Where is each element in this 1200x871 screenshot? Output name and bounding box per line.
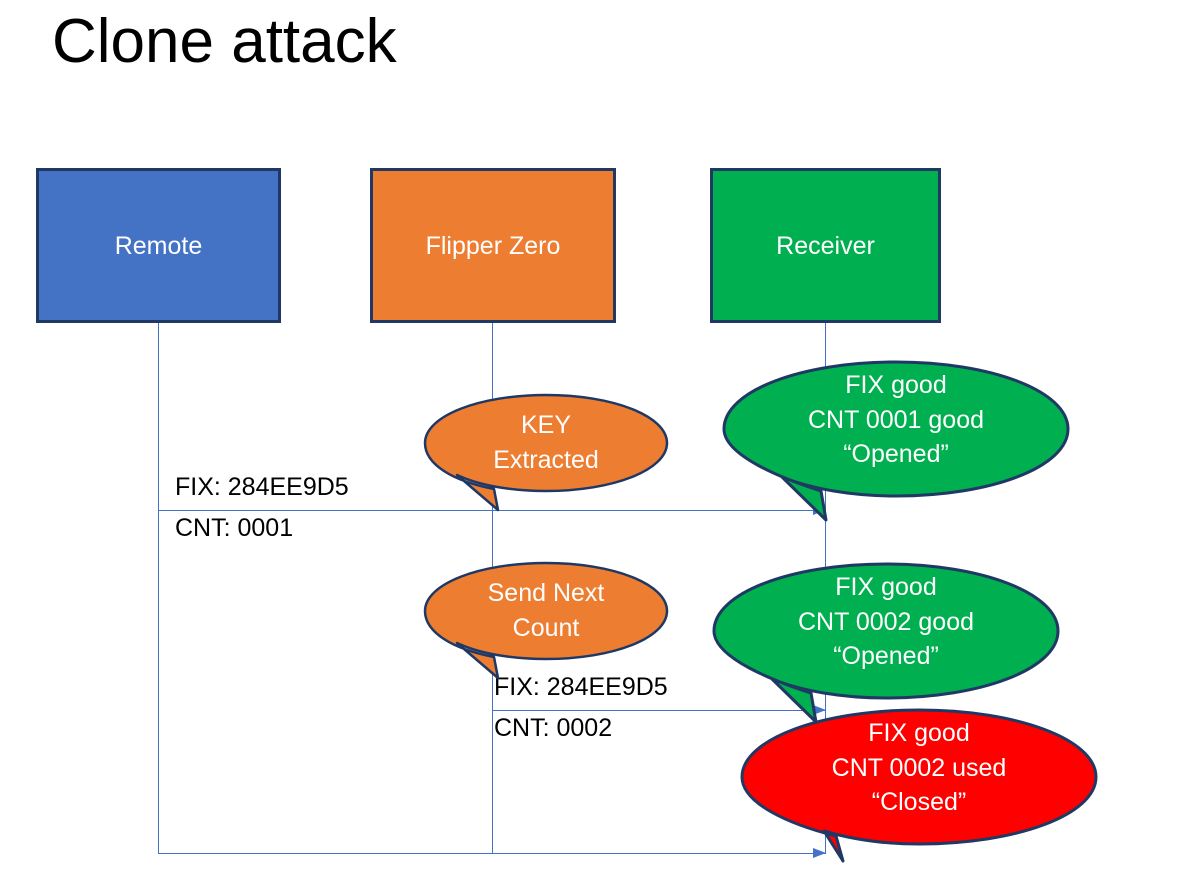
actor-label-flipper-zero: Flipper Zero	[425, 231, 561, 260]
callout-receiver-ok-0001[interactable]: FIX good CNT 0001 good “Opened”	[722, 360, 1070, 522]
actor-box-remote[interactable]: Remote	[36, 168, 281, 323]
message-arrow-flipper-to-receiver-2	[492, 705, 826, 715]
callout-shape-receiver-ok-0001	[722, 360, 1070, 522]
message-label-cnt-1: CNT: 0001	[175, 514, 294, 542]
callout-key-extracted[interactable]: KEY Extracted	[423, 393, 669, 512]
callout-shape-receiver-rejected-0002	[740, 708, 1098, 863]
callout-receiver-ok-0002[interactable]: FIX good CNT 0002 good “Opened”	[712, 562, 1060, 724]
callout-receiver-rejected-0002[interactable]: FIX good CNT 0002 used “Closed”	[740, 708, 1098, 863]
callout-shape-key-extracted	[423, 393, 669, 512]
actor-box-receiver[interactable]: Receiver	[710, 168, 941, 323]
callout-shape-receiver-ok-0002	[712, 562, 1060, 724]
callout-shape-send-next-count	[423, 561, 669, 680]
message-label-cnt-2: CNT: 0002	[494, 714, 613, 742]
lifeline-remote	[158, 323, 159, 854]
message-label-fix-2: FIX: 284EE9D5	[494, 673, 668, 701]
actor-label-receiver: Receiver	[776, 231, 875, 260]
message-arrow-remote-to-receiver-3	[158, 848, 826, 858]
actor-label-remote: Remote	[114, 231, 203, 260]
callout-send-next-count[interactable]: Send Next Count	[423, 561, 669, 680]
page-title: Clone attack	[52, 7, 397, 76]
actor-box-flipper-zero[interactable]: Flipper Zero	[370, 168, 616, 323]
message-label-fix-1: FIX: 284EE9D5	[175, 473, 349, 501]
